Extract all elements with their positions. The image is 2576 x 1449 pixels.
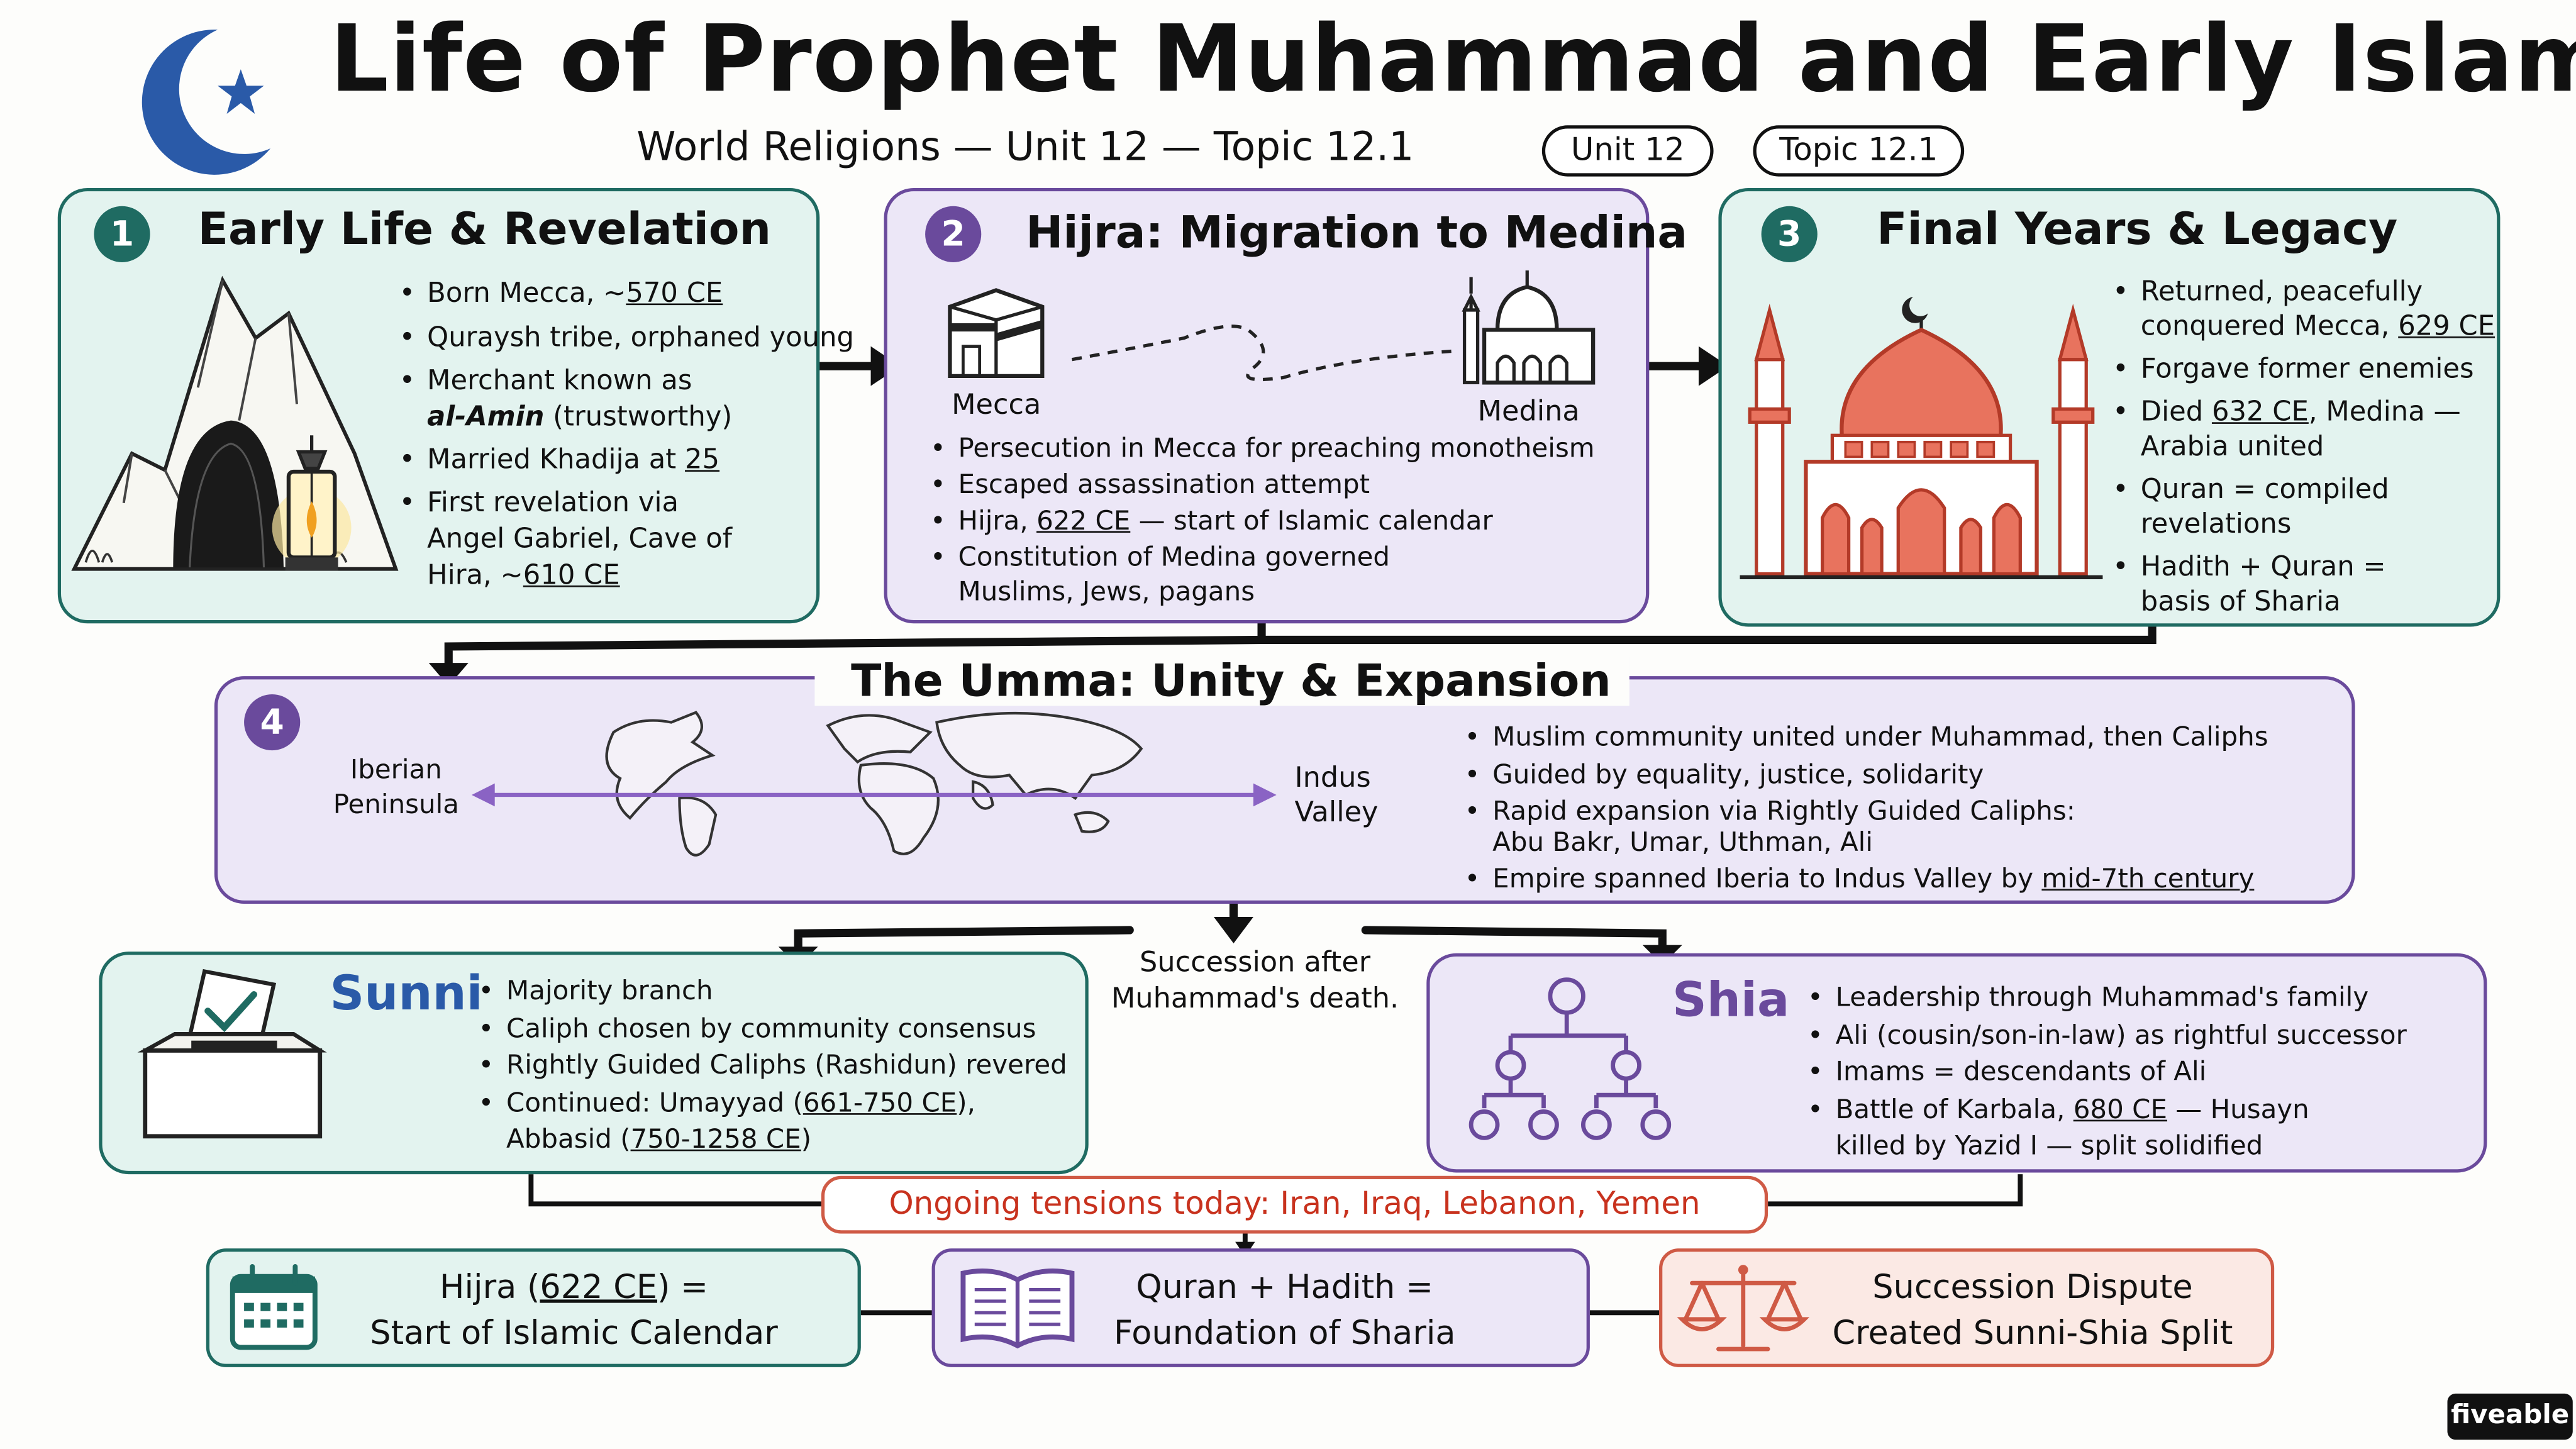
bullet: Ali (cousin/son-in-law) as rightful succ…	[1804, 1017, 2407, 1054]
umma-bullets: Muslim community united under Muhammad, …	[1461, 719, 2268, 896]
sunni-title: Sunni	[330, 965, 483, 1021]
bullet: Died 632 CE, Medina —Arabia united	[2109, 394, 2495, 464]
open-book-icon	[960, 1269, 1075, 1349]
expansion-arrow	[471, 783, 1277, 807]
panel-title-backing	[814, 656, 1629, 706]
bullet: Empire spanned Iberia to Indus Valley by…	[1461, 861, 2268, 896]
sunni-bullets: Majority branch Caliph chosen by communi…	[475, 973, 1067, 1158]
bullet: Leadership through Muhammad's family	[1804, 980, 2407, 1017]
topic-badge: Topic 12.1	[1753, 125, 1965, 177]
label-mecca: Mecca	[952, 389, 1041, 423]
bullet: Caliph chosen by community consensus	[475, 1010, 1067, 1047]
bullet: Hijra, 622 CE — start of Islamic calenda…	[927, 503, 1595, 540]
summary-hijra-text: Hijra (622 CE) =Start of Islamic Calenda…	[370, 1266, 778, 1353]
calendar-icon	[230, 1263, 318, 1350]
bullet: Born Mecca, ~570 CE	[396, 274, 854, 313]
ballot-box-icon	[137, 969, 327, 1139]
shia-bullets: Leadership through Muhammad's family Ali…	[1804, 980, 2407, 1165]
page-subtitle: World Religions — Unit 12 — Topic 12.1	[636, 123, 1414, 170]
label-indus: Indus Valley	[1294, 762, 1379, 830]
panel-title: The Umma: Unity & Expansion	[851, 656, 1611, 708]
panel-number: 3	[1761, 206, 1818, 262]
kaaba-icon	[948, 288, 1045, 379]
bullet: Battle of Karbala, 680 CE — Husaynkilled…	[1804, 1091, 2407, 1165]
panel-title: Final Years & Legacy	[1877, 204, 2398, 256]
mosque-icon	[1740, 297, 2103, 579]
early-life-bullets: Born Mecca, ~570 CE Quraysh tribe, orpha…	[396, 274, 854, 594]
panel-title: Hijra: Migration to Medina	[1026, 208, 1688, 259]
bullet: Persecution in Mecca for preaching monot…	[927, 430, 1595, 467]
summary-quran-text: Quran + Hadith =Foundation of Sharia	[1113, 1266, 1456, 1353]
bullet: Married Khadija at 25	[396, 440, 854, 480]
bullet: Imams = descendants of Ali	[1804, 1054, 2407, 1091]
lantern-icon	[272, 435, 352, 571]
family-tree-icon	[1468, 977, 1672, 1140]
panel-number: 4	[244, 694, 301, 751]
cave-icon	[71, 275, 399, 571]
unit-badge: Unit 12	[1541, 125, 1714, 177]
bullet: Guided by equality, justice, solidarity	[1461, 757, 2268, 792]
label-medina: Medina	[1477, 396, 1580, 429]
brand-logo: fiveable	[2447, 1393, 2573, 1440]
bullet: Escaped assassination attempt	[927, 467, 1595, 503]
crescent-star-icon	[142, 30, 271, 175]
shia-title: Shia	[1672, 971, 1790, 1028]
bullet: Rapid expansion via Rightly Guided Calip…	[1461, 795, 2268, 858]
panel-number: 2	[925, 206, 982, 262]
hijra-bullets: Persecution in Mecca for preaching monot…	[927, 430, 1595, 608]
tensions-banner: Ongoing tensions today: Iran, Iraq, Leba…	[821, 1175, 1768, 1234]
bullet: Forgave former enemies	[2109, 352, 2495, 386]
bullet: Quraysh tribe, orphaned young	[396, 318, 854, 358]
bullet: Continued: Umayyad (661-750 CE),Abbasid …	[475, 1084, 1067, 1158]
scales-icon	[1677, 1265, 1810, 1352]
bullet: Rightly Guided Caliphs (Rashidun) revere…	[475, 1047, 1067, 1084]
bullet: Hadith + Quran =basis of Sharia	[2109, 549, 2495, 618]
migration-route	[1072, 325, 1452, 382]
world-map-icon	[605, 711, 1143, 857]
bullet: Muslim community united under Muhammad, …	[1461, 719, 2268, 753]
bullet: Constitution of Medina governedMuslims, …	[927, 539, 1595, 608]
label-iberia: Iberian Peninsula	[333, 753, 459, 820]
page-title: Life of Prophet Muhammad and Early Islam	[330, 6, 2576, 114]
bullet: Majority branch	[475, 973, 1067, 1010]
panel-number: 1	[94, 206, 150, 262]
medina-mosque-icon	[1462, 270, 1596, 385]
panel-title: Early Life & Revelation	[197, 204, 772, 256]
